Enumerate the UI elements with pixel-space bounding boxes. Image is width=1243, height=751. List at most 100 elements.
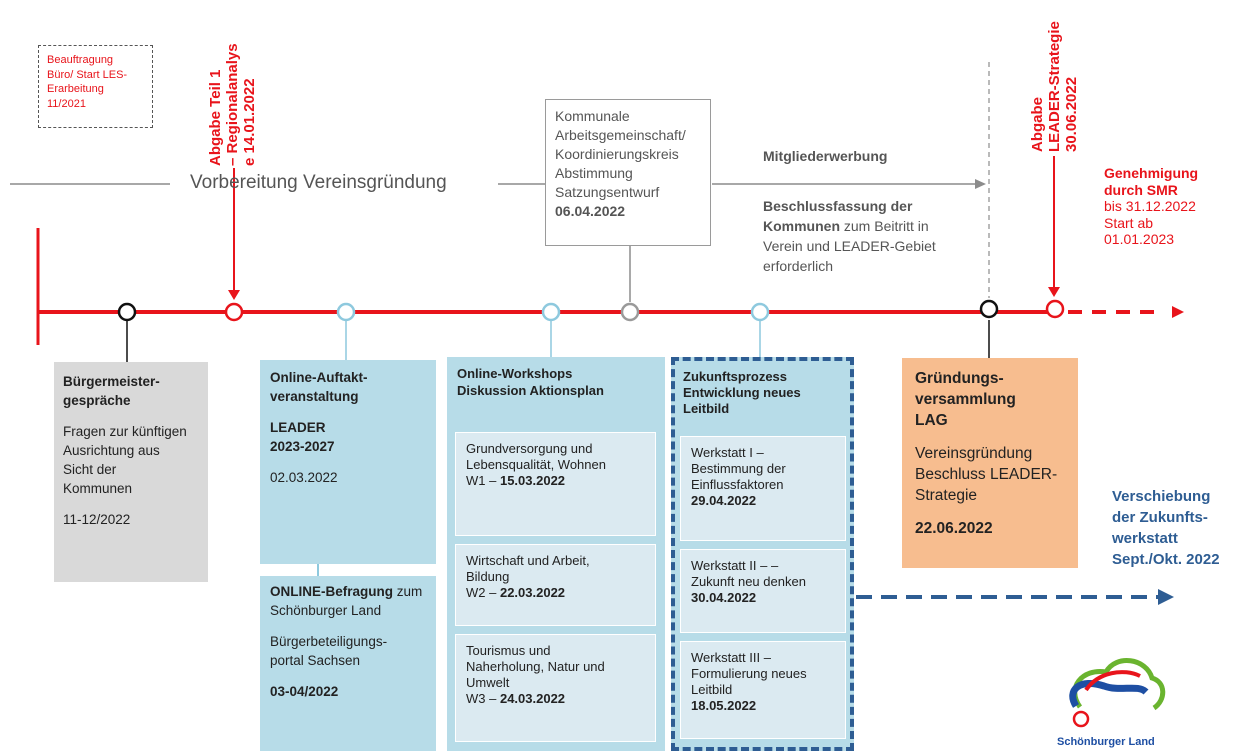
werkstatt-line: Werkstatt III –	[691, 650, 771, 665]
workshop-item: Tourismus und Naherholung, Natur und Umw…	[455, 634, 656, 742]
workshop-date: 24.03.2022	[499, 691, 566, 706]
zukunft-title: Zukunftsprozess	[683, 369, 788, 384]
workshops-title: Diskussion Aktionsplan	[457, 383, 604, 398]
werkstatt-line: Leitbild	[691, 682, 733, 697]
gruendung-date: 22.06.2022	[915, 520, 993, 537]
verschiebung-line: Sept./Okt. 2022	[1112, 551, 1220, 568]
workshop-line: Tourismus und	[466, 643, 551, 658]
auftakt-sub: 2023-2027	[270, 439, 335, 454]
milestone-strategie	[1045, 299, 1065, 319]
werkstatt-item: Werkstatt I – Bestimmung der Einflussfak…	[680, 436, 846, 541]
logo-text: Schönburger Land	[1057, 736, 1155, 748]
genehmigung-text: Genehmigung durch SMR bis 31.12.2022 Sta…	[1104, 165, 1198, 248]
workshop-item: Grundversorgung und Lebensqualität, Wohn…	[455, 432, 656, 536]
buergermeister-text: Ausrichtung aus	[63, 443, 160, 458]
zukunft-title: Leitbild	[683, 401, 730, 416]
workshop-line: Lebensqualität, Wohnen	[466, 457, 606, 472]
befragung-date: 03-04/2022	[270, 684, 339, 699]
befragung-box: ONLINE-Befragung zum Schönburger Land Bü…	[260, 576, 436, 751]
gruendung-title: versammlung	[915, 391, 1016, 408]
milestone-strategy-line: Abgabe	[1029, 96, 1046, 152]
werkstatt-date: 18.05.2022	[691, 698, 757, 713]
gruendung-title: LAG	[915, 412, 948, 429]
beschluss-rest: erforderlich	[763, 258, 834, 274]
milestone-regional-label: Abgabe Teil 1 – Regionalanalys e 14.01.2…	[207, 43, 258, 166]
befragung-line: Schönburger Land	[270, 603, 382, 618]
beschluss-rest: zum Beitritt in	[840, 218, 929, 234]
workshop-code: W2 –	[466, 585, 500, 600]
verschiebung-line: Verschiebung	[1112, 488, 1211, 505]
beschluss-bold: Beschlussfassung der	[763, 198, 913, 214]
buergermeister-box: Bürgermeister- gespräche Fragen zur künf…	[54, 362, 208, 582]
werkstatt-date: 30.04.2022	[691, 590, 757, 605]
werkstatt-line: Werkstatt II – –	[691, 558, 779, 573]
kommunal-date: 06.04.2022	[555, 203, 626, 219]
mitgliederwerbung-label: Mitgliederwerbung	[763, 148, 888, 164]
start-note-line: 11/2021	[47, 97, 86, 110]
workshop-code: W3 –	[466, 691, 500, 706]
workshop-line: Grundversorgung und	[466, 441, 593, 456]
verschiebung-line: der Zukunfts-	[1112, 509, 1208, 526]
gruendung-title: Gründungs-	[915, 370, 1004, 387]
werkstatt-item: Werkstatt II – – Zukunft neu denken 30.0…	[680, 549, 846, 633]
kommunal-line: Arbeitsgemeinschaft/	[555, 127, 686, 143]
milestone-workshops	[541, 302, 561, 322]
befragung-line: portal Sachsen	[270, 653, 361, 668]
schoenburger-land-logo	[1069, 658, 1166, 728]
milestone-buergermeister	[117, 302, 137, 322]
workshop-item: Wirtschaft und Arbeit, Bildung W2 – 22.0…	[455, 544, 656, 626]
befragung-bold: ONLINE-Befragung	[270, 584, 393, 599]
buergermeister-date: 11-12/2022	[63, 512, 131, 527]
auftakt-date: 02.03.2022	[270, 470, 338, 485]
genehmigung-line: Start ab	[1104, 214, 1154, 231]
start-note: Beauftragung Büro/ Start LES- Erarbeitun…	[38, 45, 153, 128]
werkstatt-date: 29.04.2022	[691, 493, 757, 508]
start-note-line: Erarbeitung	[47, 83, 104, 95]
milestone-regional-line: e 14.01.2022	[241, 78, 258, 166]
werkstatt-line: Zukunft neu denken	[691, 574, 806, 589]
beschluss-text: Beschlussfassung der Kommunen zum Beitri…	[763, 196, 978, 276]
gruendung-text: Strategie	[915, 487, 978, 504]
buergermeister-text: Kommunen	[63, 481, 133, 496]
milestone-kommunal	[620, 302, 640, 322]
phase-label: Vorbereitung Vereinsgründung	[190, 172, 447, 193]
workshop-date: 22.03.2022	[499, 585, 566, 600]
start-note-line: Büro/ Start LES-	[47, 68, 128, 81]
milestone-gruendung	[979, 299, 999, 319]
werkstatt-line: Bestimmung der	[691, 461, 786, 476]
kommunal-box: Kommunale Arbeitsgemeinschaft/ Koordinie…	[545, 99, 711, 246]
zukunft-title: Entwicklung neues	[683, 385, 801, 400]
auftakt-sub: LEADER	[270, 420, 326, 435]
kommunal-line: Koordinierungskreis	[555, 146, 679, 162]
gruendung-box: Gründungs- versammlung LAG Vereinsgründu…	[902, 358, 1078, 568]
werkstatt-line: Einflussfaktoren	[691, 477, 784, 492]
befragung-line: Bürgerbeteiligungs-	[270, 634, 388, 649]
gruendung-text: Vereinsgründung	[915, 445, 1033, 462]
milestone-strategy-label: Abgabe LEADER-Strategie 30.06.2022	[1029, 21, 1080, 152]
milestone-regionalanalyse	[224, 302, 244, 322]
workshop-code: W1 –	[466, 473, 500, 488]
workshop-line: Naherholung, Natur und	[466, 659, 605, 674]
auftakt-title: Online-Auftakt-	[270, 370, 368, 385]
milestone-zukunft	[750, 302, 770, 322]
workshop-line: Bildung	[466, 569, 510, 584]
milestone-regional-line: Abgabe Teil 1	[207, 69, 224, 166]
befragung-rest: zum	[393, 584, 423, 599]
kommunal-line: Abstimmung	[555, 165, 633, 181]
milestone-strategy-line: LEADER-Strategie	[1046, 21, 1063, 152]
genehmigung-line: 01.01.2023	[1104, 231, 1175, 247]
buergermeister-text: Sicht der	[63, 462, 117, 477]
auftakt-box: Online-Auftakt- veranstaltung LEADER 202…	[260, 360, 436, 564]
werkstatt-line: Formulierung neues	[691, 666, 807, 681]
genehmigung-bold: durch SMR	[1104, 181, 1178, 198]
buergermeister-text: Fragen zur künftigen	[63, 424, 187, 439]
verschiebung-text: Verschiebung der Zukunfts- werkstatt Sep…	[1112, 486, 1220, 570]
beschluss-bold: Kommunen	[763, 218, 840, 234]
auftakt-title: veranstaltung	[270, 389, 359, 404]
buergermeister-title: Bürgermeister-	[63, 374, 160, 389]
workshop-line: Wirtschaft und Arbeit,	[466, 553, 590, 568]
start-note-line: Beauftragung	[47, 54, 114, 66]
milestone-auftakt	[336, 302, 356, 322]
beschluss-rest: Verein und LEADER-Gebiet	[763, 238, 936, 254]
